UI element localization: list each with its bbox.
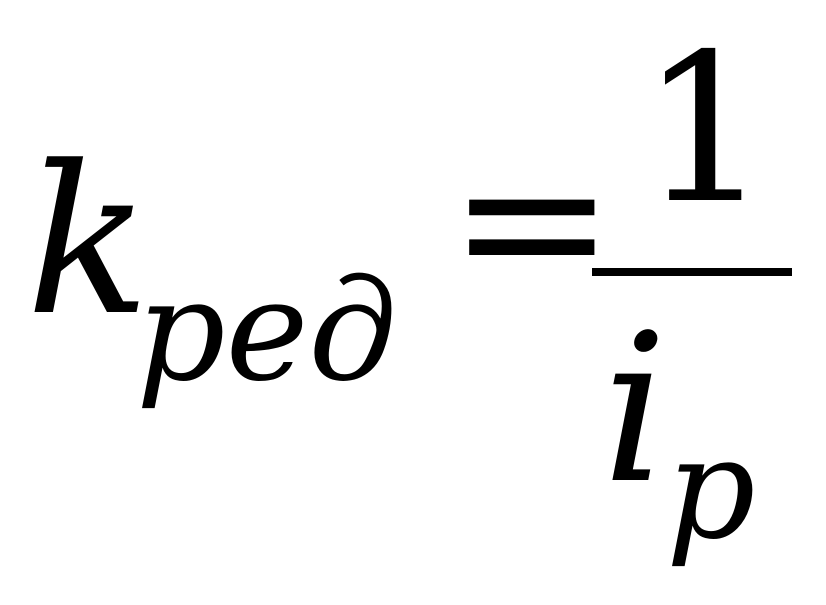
fraction-numerator: 1: [640, 11, 771, 249]
lhs-subscript: ред: [136, 250, 398, 413]
denominator-subscript: р: [666, 408, 756, 571]
denominator-symbol: i: [602, 291, 668, 529]
equals-sign: =: [448, 105, 616, 338]
lhs-symbol: k: [26, 123, 151, 361]
fraction-bar: [592, 268, 792, 276]
